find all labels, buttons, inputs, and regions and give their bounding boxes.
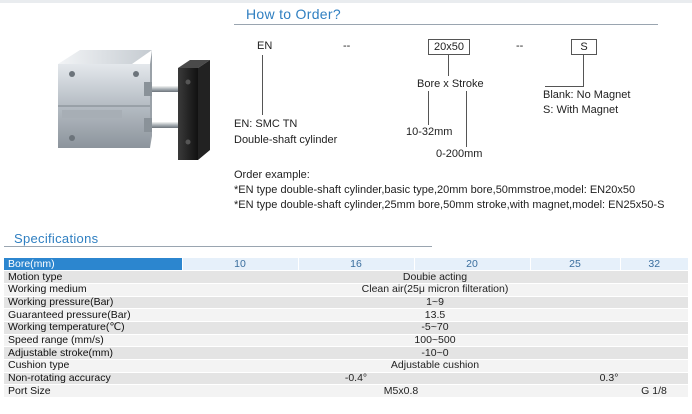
magnet-blank-label: Blank: No Magnet bbox=[543, 89, 631, 101]
leader-line-magnet bbox=[583, 55, 584, 86]
specifications-title: Specifications bbox=[14, 231, 99, 246]
table-row: Guaranteed pressure(Bar) 13.5 bbox=[4, 308, 688, 322]
row-value: -10~0 bbox=[182, 346, 688, 360]
row-label: Working medium bbox=[4, 283, 182, 297]
row-value: Adjustable cushion bbox=[182, 359, 688, 373]
order-separator-2: -- bbox=[516, 40, 524, 52]
en-type-description: Double-shaft cylinder bbox=[234, 134, 338, 146]
magnet-code-box: S bbox=[571, 39, 597, 55]
row-value: 13.5 bbox=[182, 308, 688, 322]
order-example-title: Order example: bbox=[234, 169, 310, 181]
table-header-label: Bore(mm) bbox=[4, 258, 182, 272]
row-label: Adjustable stroke(mm) bbox=[4, 346, 182, 360]
cylinder-product-image bbox=[58, 50, 210, 160]
order-title: How to Order? bbox=[246, 6, 341, 22]
non-rotating-value-small: -0.4° bbox=[182, 372, 530, 386]
row-value: Clean air(25μ micron filteration) bbox=[182, 283, 688, 297]
en-type-label: EN: SMC TN bbox=[234, 118, 298, 130]
table-row: Motion type Doubie acting bbox=[4, 270, 688, 284]
magnet-s-label: S: With Magnet bbox=[543, 104, 619, 116]
row-label: Motion type bbox=[4, 270, 182, 284]
row-label: Port Size bbox=[4, 384, 182, 399]
bore-10-header: 10 bbox=[181, 258, 298, 272]
bore-20-header: 20 bbox=[413, 258, 530, 272]
row-value: 100~500 bbox=[182, 334, 688, 348]
port-size-value-small: M5x0.8 bbox=[182, 384, 620, 399]
order-code-prefix: EN bbox=[257, 40, 273, 52]
non-rotating-value-large: 0.3° bbox=[530, 372, 688, 386]
row-value: -5~70 bbox=[182, 321, 688, 335]
order-example-1: *EN type double-shaft cylinder,basic typ… bbox=[234, 184, 636, 196]
leader-line-bore-range bbox=[428, 91, 429, 125]
bore-16-header: 16 bbox=[297, 258, 414, 272]
leader-line-bore bbox=[448, 55, 449, 76]
bore-32-header: 32 bbox=[619, 258, 688, 272]
bore-stroke-code-box: 20x50 bbox=[428, 39, 470, 55]
row-label: Speed range (mm/s) bbox=[4, 334, 182, 348]
table-row: Adjustable stroke(mm) -10~0 bbox=[4, 346, 688, 360]
bore-25-header: 25 bbox=[529, 258, 620, 272]
table-row: Working medium Clean air(25μ micron filt… bbox=[4, 283, 688, 297]
table-row: Cushion type Adjustable cushion bbox=[4, 359, 688, 373]
row-value: Doubie acting bbox=[182, 270, 688, 284]
leader-line-prefix bbox=[262, 55, 263, 115]
bore-stroke-label: Bore x Stroke bbox=[417, 78, 484, 90]
specifications-title-rule bbox=[4, 246, 432, 247]
table-row: Non-rotating accuracy -0.4° 0.3° bbox=[4, 372, 688, 386]
row-label: Guaranteed pressure(Bar) bbox=[4, 308, 182, 322]
row-label: Working temperature(℃) bbox=[4, 321, 182, 335]
table-row: Speed range (mm/s) 100~500 bbox=[4, 334, 688, 348]
row-label: Cushion type bbox=[4, 359, 182, 373]
leader-line-magnet-horizontal bbox=[545, 86, 584, 87]
row-value: 1~9 bbox=[182, 296, 688, 310]
stroke-range-label: 0-200mm bbox=[436, 148, 483, 160]
top-strip bbox=[0, 0, 692, 3]
order-title-rule bbox=[234, 24, 658, 25]
table-header-row: Bore(mm) 10 16 20 25 32 bbox=[4, 258, 688, 272]
row-label: Non-rotating accuracy bbox=[4, 372, 182, 386]
order-separator-1: -- bbox=[343, 40, 351, 52]
order-example-2: *EN type double-shaft cylinder,25mm bore… bbox=[234, 199, 665, 211]
leader-line-stroke-range bbox=[466, 91, 467, 147]
table-row: Working temperature(℃) -5~70 bbox=[4, 321, 688, 335]
bore-range-label: 10-32mm bbox=[406, 126, 453, 138]
row-label: Working pressure(Bar) bbox=[4, 296, 182, 310]
port-size-value-large: G 1/8 bbox=[620, 384, 688, 399]
table-row: Port Size M5x0.8 G 1/8 bbox=[4, 384, 688, 399]
table-row: Working pressure(Bar) 1~9 bbox=[4, 296, 688, 310]
specifications-table: Bore(mm) 10 16 20 25 32 Motion type Doub… bbox=[4, 258, 688, 399]
